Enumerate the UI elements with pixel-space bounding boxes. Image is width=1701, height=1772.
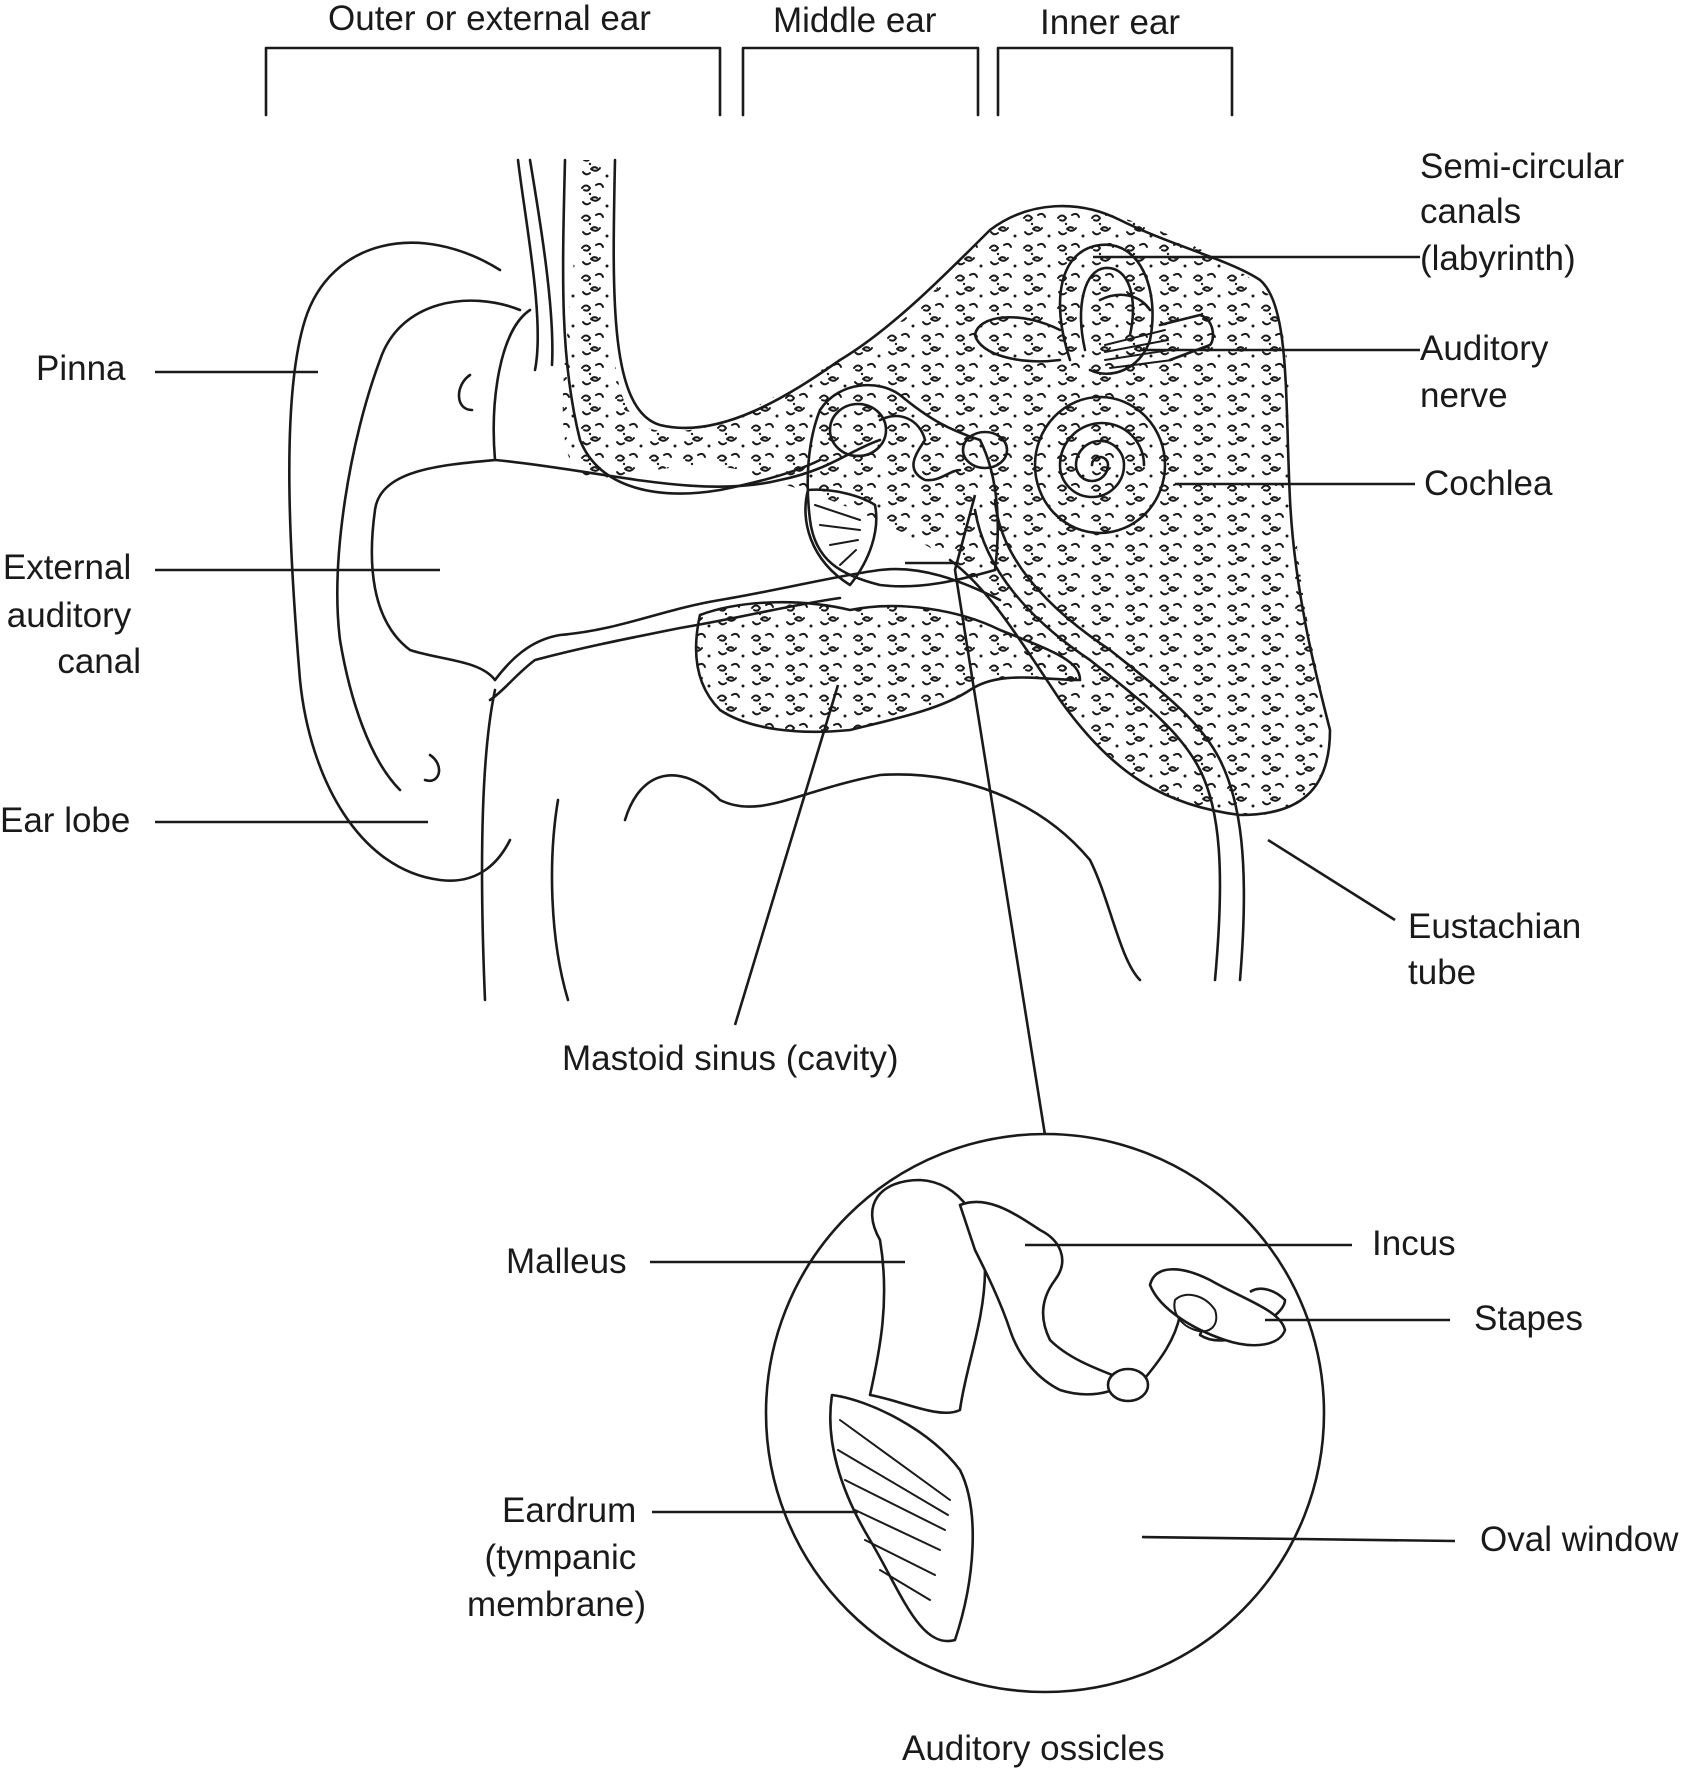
external-canal bbox=[370, 308, 1142, 1002]
large-eardrum-fibers bbox=[837, 1419, 951, 1601]
temporal-bone bbox=[561, 158, 1332, 817]
small-malleus bbox=[828, 402, 888, 458]
middle-ear bbox=[804, 383, 1246, 982]
canal-floor bbox=[493, 567, 1002, 682]
section-brackets bbox=[264, 46, 1234, 117]
ear-lobe-label: Ear lobe bbox=[0, 801, 130, 840]
leader-lines bbox=[155, 255, 1420, 1136]
middle-ear-bracket bbox=[741, 46, 980, 117]
inset-leader-lines bbox=[650, 1243, 1456, 1543]
eustachian-tube-wall-lower bbox=[973, 508, 1222, 982]
antihelix-fold bbox=[423, 753, 441, 783]
semicircular-canal-1-inner bbox=[1079, 266, 1135, 352]
small-eardrum bbox=[804, 488, 878, 587]
pinna-outer-rim bbox=[288, 241, 512, 882]
tragus-curl bbox=[457, 373, 474, 412]
eardrum-label: Eardrum (tympanic membrane) bbox=[467, 1491, 646, 1624]
ossicle-zoom-leader bbox=[905, 494, 1047, 1136]
mastoid-leader bbox=[733, 684, 840, 1026]
neck-line-2 bbox=[550, 798, 570, 1002]
auditory-nerve-fibers bbox=[1104, 329, 1173, 369]
cochlea-spiral bbox=[1033, 395, 1167, 535]
middle-ear-cavity bbox=[806, 383, 1000, 588]
pinna-outline bbox=[288, 158, 554, 882]
oval-window-label: Oval window bbox=[1480, 1520, 1679, 1559]
eustachian-leader bbox=[1267, 838, 1396, 922]
semicircular-label: Semi-circular canals (labyrinth) bbox=[1420, 147, 1634, 278]
large-incus bbox=[958, 1200, 1127, 1396]
scalp-line-1 bbox=[516, 158, 540, 372]
ossicles-label: Auditory ossicles bbox=[902, 1729, 1165, 1768]
inset-circle bbox=[764, 1132, 1326, 1694]
malleus-label: Malleus bbox=[506, 1242, 627, 1281]
labels: Pinna External auditory canal Ear lobe S… bbox=[0, 147, 1679, 1768]
oval-window-leader bbox=[1141, 1535, 1456, 1543]
incus-joint bbox=[1106, 1367, 1150, 1403]
middle-ear-heading: Middle ear bbox=[773, 1, 937, 40]
bone-canal-inner-edge bbox=[561, 158, 822, 495]
mastoid-block bbox=[694, 600, 1082, 734]
external-canal-label: External auditory canal bbox=[3, 548, 141, 681]
mastoid-outline bbox=[694, 600, 1082, 734]
pinna-inner-rim bbox=[336, 299, 522, 792]
neck-line-1 bbox=[480, 688, 497, 1002]
outer-ear-heading: Outer or external ear bbox=[328, 0, 651, 38]
incus-label: Incus bbox=[1372, 1224, 1456, 1263]
semicircular-canal-2 bbox=[973, 315, 1062, 363]
small-incus bbox=[878, 414, 962, 482]
mastoid-label: Mastoid sinus (cavity) bbox=[562, 1039, 898, 1078]
stapes-label: Stapes bbox=[1474, 1299, 1583, 1338]
canal-upper-wall bbox=[370, 308, 532, 682]
eustachian-tube-wall-upper bbox=[993, 498, 1246, 982]
large-eardrum bbox=[829, 1393, 975, 1643]
mastoid-fill bbox=[696, 602, 1080, 732]
scalp-line-2 bbox=[528, 158, 554, 367]
small-stapes bbox=[961, 430, 1009, 470]
auditory-nerve-label: Auditory nerve bbox=[1420, 329, 1558, 415]
ossicles-inset bbox=[764, 1132, 1326, 1694]
semicircular-canal-3 bbox=[1098, 293, 1152, 312]
large-malleus bbox=[868, 1178, 987, 1415]
temporal-bone-upper bbox=[562, 160, 1330, 816]
semicircular-canal-1 bbox=[1058, 243, 1154, 375]
outer-ear-bracket bbox=[264, 46, 722, 117]
pinna-label: Pinna bbox=[36, 349, 126, 388]
jaw-line bbox=[623, 773, 1142, 982]
cochlea-label: Cochlea bbox=[1424, 464, 1553, 503]
temporal-bone-outline bbox=[612, 158, 1332, 817]
canal-roof bbox=[493, 438, 882, 488]
inner-ear-bracket bbox=[996, 46, 1234, 117]
inner-ear-heading: Inner ear bbox=[1040, 3, 1180, 42]
stapes-ring bbox=[1173, 1293, 1218, 1333]
eustachian-label: Eustachian tube bbox=[1408, 907, 1591, 992]
inner-ear bbox=[973, 243, 1215, 535]
small-eardrum-fibers bbox=[814, 504, 861, 566]
stapes-footplate bbox=[1148, 1268, 1287, 1347]
auditory-nerve-trunk bbox=[1158, 313, 1215, 362]
